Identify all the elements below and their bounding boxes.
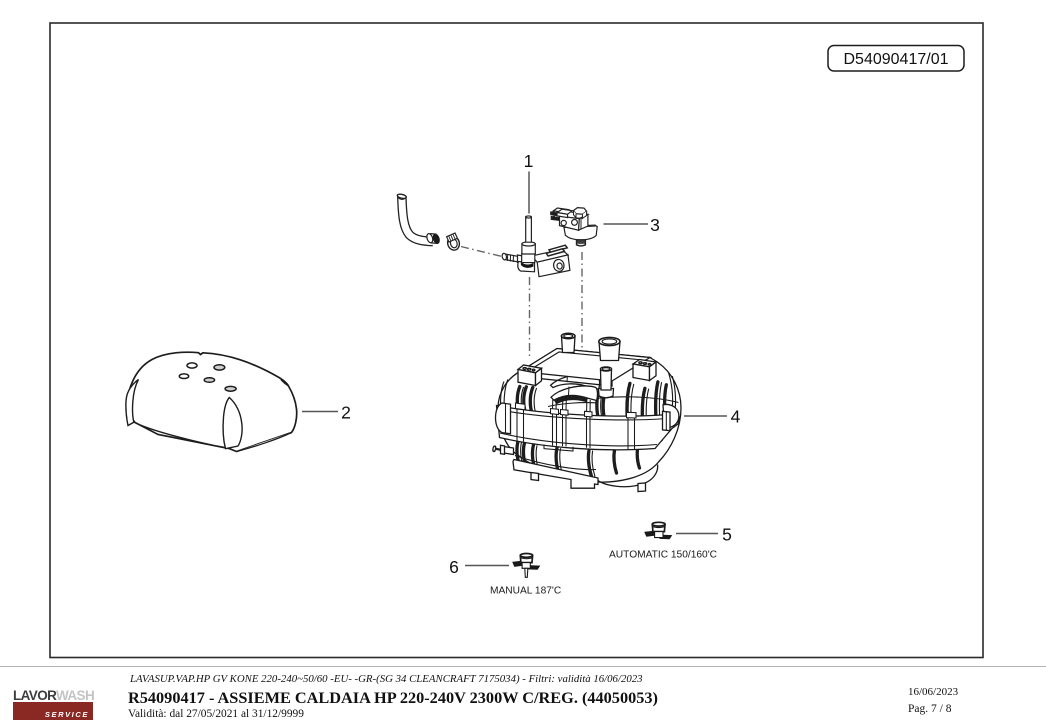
svg-text:4: 4 bbox=[731, 407, 741, 427]
svg-text:5: 5 bbox=[722, 525, 732, 545]
svg-text:AUTOMATIC 150/160'C: AUTOMATIC 150/160'C bbox=[609, 550, 717, 561]
svg-text:6: 6 bbox=[449, 557, 459, 577]
svg-text:3: 3 bbox=[650, 215, 660, 235]
svg-text:D54090417/01: D54090417/01 bbox=[844, 51, 949, 68]
svg-text:MANUAL 187'C: MANUAL 187'C bbox=[490, 586, 561, 597]
svg-text:1: 1 bbox=[524, 151, 534, 171]
svg-text:2: 2 bbox=[341, 403, 351, 423]
